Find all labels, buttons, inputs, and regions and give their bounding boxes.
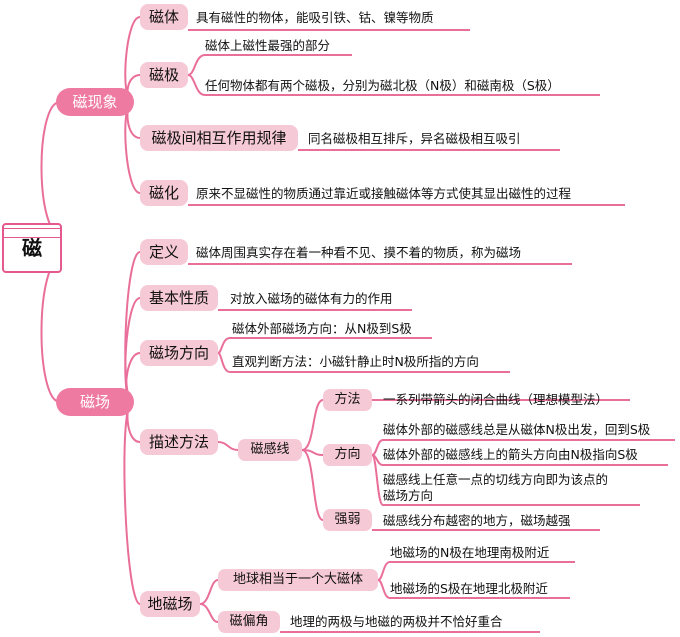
root-tab-decoration [4,228,60,238]
desc-lines-strength: 磁感线分布越密的地方，磁场越强 [383,513,571,528]
node-lines-strength: 强弱 [323,509,372,531]
node-interaction: 磁极间相互作用规律 [140,125,298,151]
underline-direction-2 [217,352,510,373]
desc-interaction: 同名磁极相互排斥，异名磁极相互吸引 [308,131,521,146]
connector-earth-declination [199,603,219,623]
node-earth: 地磁场 [140,591,200,617]
node-lines-dir: 方向 [323,444,372,466]
node-direction: 磁场方向 [140,340,218,366]
connector-lines-strength [301,449,324,521]
desc-direction-1: 磁体外部磁场方向：从N极到S极 [232,321,412,336]
node-pole: 磁极 [140,62,188,88]
desc-big-magnet-1: 地磁场的N极在地理南极附近 [390,545,550,560]
root-node: 磁 [2,223,62,273]
desc-direction-2: 直观判断方法：小磁针静止时N极所指的方向 [232,354,479,369]
desc-definition: 磁体周围真实存在着一种看不见、摸不着的物质，称为磁场 [196,245,522,260]
desc-big-magnet-2: 地磁场的S极在地理北极附近 [390,581,548,596]
node-lines-method: 方法 [323,389,372,411]
connector-earth-bigmagnet [199,579,219,605]
node-big-magnet: 地球相当于一个大磁体 [218,569,378,591]
underline-dir-3 [371,454,640,506]
desc-lines-method: 一系列带箭头的闭合曲线（理想模型法） [383,392,609,407]
node-definition: 定义 [140,239,188,265]
desc-lines-dir-3a: 磁感线上任意一点的切线方向即为该点的 [383,472,609,487]
branch-field: 磁场 [56,388,134,416]
underline-bigmagnet-2 [377,579,570,599]
underline-bigmagnet-1 [377,561,575,581]
node-magnetization: 磁化 [140,180,188,206]
node-describe: 描述方法 [140,429,218,455]
desc-magnetization: 原来不显磁性的物质通过靠近或接触磁体等方式使其显出磁性的过程 [196,186,572,201]
underline-pole-2 [187,74,600,96]
desc-pole-1: 磁体上磁性最强的部分 [205,38,331,53]
connector-root-field [40,257,63,403]
connector-root-magnetism [40,101,63,237]
desc-lines-dir-3b: 磁场方向 [383,488,434,503]
node-magnet: 磁体 [140,4,188,30]
branch-magnetism: 磁现象 [56,88,134,116]
desc-lines-dir-2: 磁体外部的磁感线上的箭头方向由N极指向S极 [383,447,638,462]
node-declination: 磁偏角 [218,611,280,633]
desc-magnet: 具有磁性的物体，能吸引铁、钴、镍等物质 [196,10,434,25]
desc-lines-dir-1: 磁体外部的磁感线总是从磁体N极出发，回到S极 [383,422,651,437]
desc-property: 对放入磁场的磁体有力的作用 [230,291,393,306]
root-label: 磁 [22,236,42,260]
connector-field-earth [123,401,141,605]
desc-declination: 地理的两极与地磁的两极并不恰好重合 [290,614,503,629]
connector-lines-method [301,399,324,451]
underline-pole-1 [187,54,352,76]
node-field-lines: 磁感线 [238,439,302,461]
node-property: 基本性质 [140,285,218,311]
underline-direction-1 [217,337,432,354]
connector-describe-lines [217,441,239,451]
desc-pole-2: 任何物体都有两个磁极，分别为磁北极（N极）和磁南极（S极） [205,78,560,93]
